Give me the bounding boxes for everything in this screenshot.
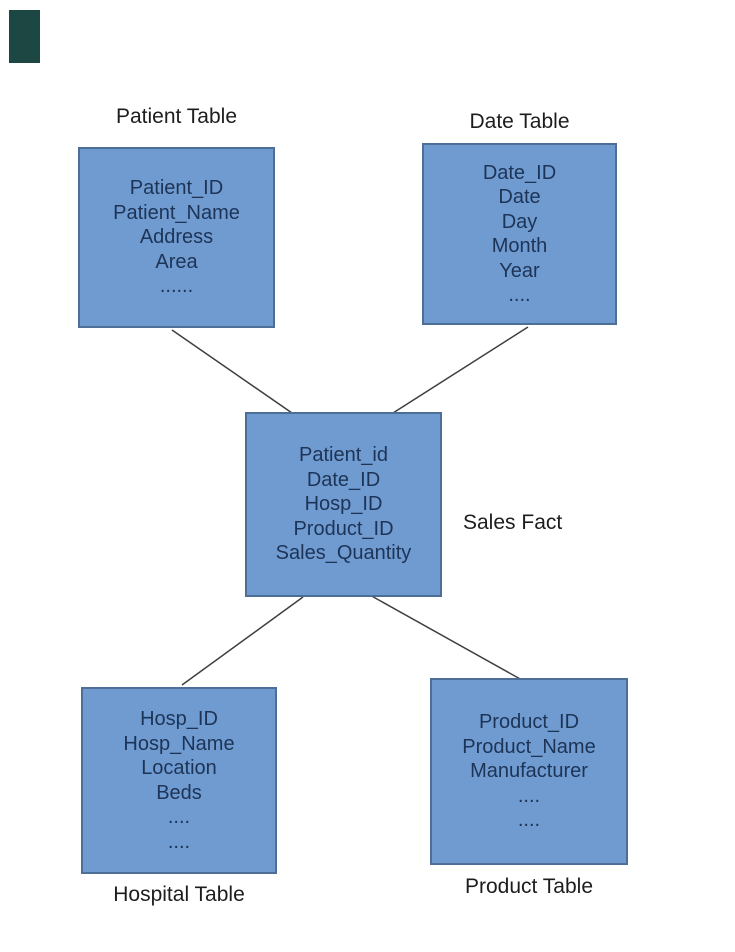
connector-patient-sales xyxy=(171,329,293,414)
product-table-box: Product_ID Product_Name Manufacturer ...… xyxy=(430,678,628,865)
date-table-label: Date Table xyxy=(469,110,570,133)
field-row: .... xyxy=(167,806,191,828)
field-row: Manufacturer xyxy=(470,760,588,783)
field-row: Date_ID xyxy=(482,161,557,184)
field-row: ...... xyxy=(159,275,194,298)
field-row: Patient_ID xyxy=(129,177,224,200)
field-row: Day xyxy=(501,210,538,233)
product-table-label: Product Table xyxy=(464,875,594,898)
field-row: Month xyxy=(491,235,548,257)
field-row: Product_ID xyxy=(293,517,394,540)
connector-sales-hospital xyxy=(181,596,304,686)
sales-fact-box: Patient_id Date_ID Hosp_ID Product_ID Sa… xyxy=(245,412,442,597)
connector-sales-product xyxy=(367,593,523,681)
field-row: Hosp_ID xyxy=(304,493,383,516)
field-row: Area xyxy=(155,250,198,273)
hospital-table-box: Hosp_ID Hosp_Name Location Beds .... ...… xyxy=(81,687,277,874)
field-row: Date_ID xyxy=(306,468,381,491)
patient-table-box: Patient_ID Patient_Name Address Area ...… xyxy=(78,147,275,328)
field-row: Product_Name xyxy=(462,735,596,758)
field-row: Address xyxy=(139,226,214,249)
field-row: .... xyxy=(517,809,541,832)
field-row: Product_ID xyxy=(478,711,580,734)
field-row: Patient_Name xyxy=(113,201,240,224)
field-row: .... xyxy=(517,784,541,807)
field-row: Year xyxy=(499,259,540,282)
field-row: .... xyxy=(167,830,191,853)
sales-fact-label: Sales Fact xyxy=(463,511,563,534)
patient-table-label: Patient Table xyxy=(115,105,238,128)
field-row: Sales_Quantity xyxy=(275,542,412,565)
date-table-box: Date_ID Date Day Month Year .... xyxy=(422,143,617,325)
field-row: Beds xyxy=(156,781,202,804)
connector-date-sales xyxy=(392,326,529,414)
hospital-table-label: Hospital Table xyxy=(113,883,245,906)
field-row: Hosp_ID xyxy=(140,708,218,730)
corner-mark xyxy=(9,10,40,63)
field-row: .... xyxy=(508,284,531,306)
field-row: Date xyxy=(498,186,541,208)
field-row: Location xyxy=(141,757,217,779)
field-row: Hosp_Name xyxy=(123,732,235,755)
field-row: Patient_id xyxy=(299,444,388,467)
